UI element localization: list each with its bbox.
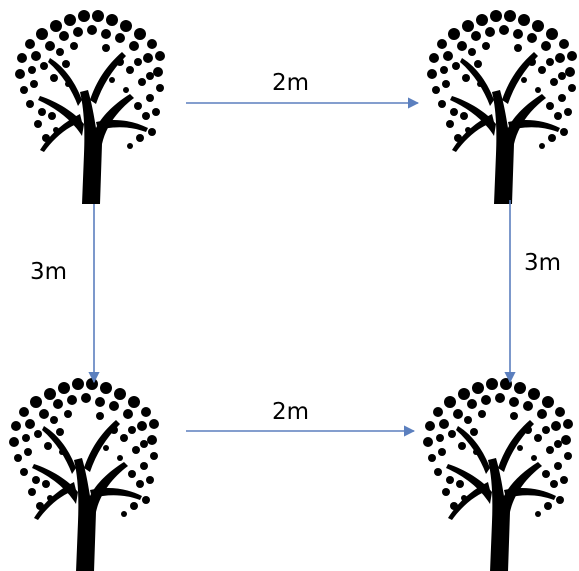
tree-top-left-icon — [15, 10, 165, 204]
label-bottom-distance: 2m — [272, 399, 309, 425]
tree-bottom-right-icon — [423, 378, 573, 571]
label-top-distance: 2m — [272, 70, 309, 96]
label-right-distance: 3m — [524, 250, 561, 276]
tree-top-right-icon — [427, 10, 577, 204]
label-left-distance: 3m — [30, 259, 67, 285]
tree-bottom-left-icon — [9, 378, 159, 571]
